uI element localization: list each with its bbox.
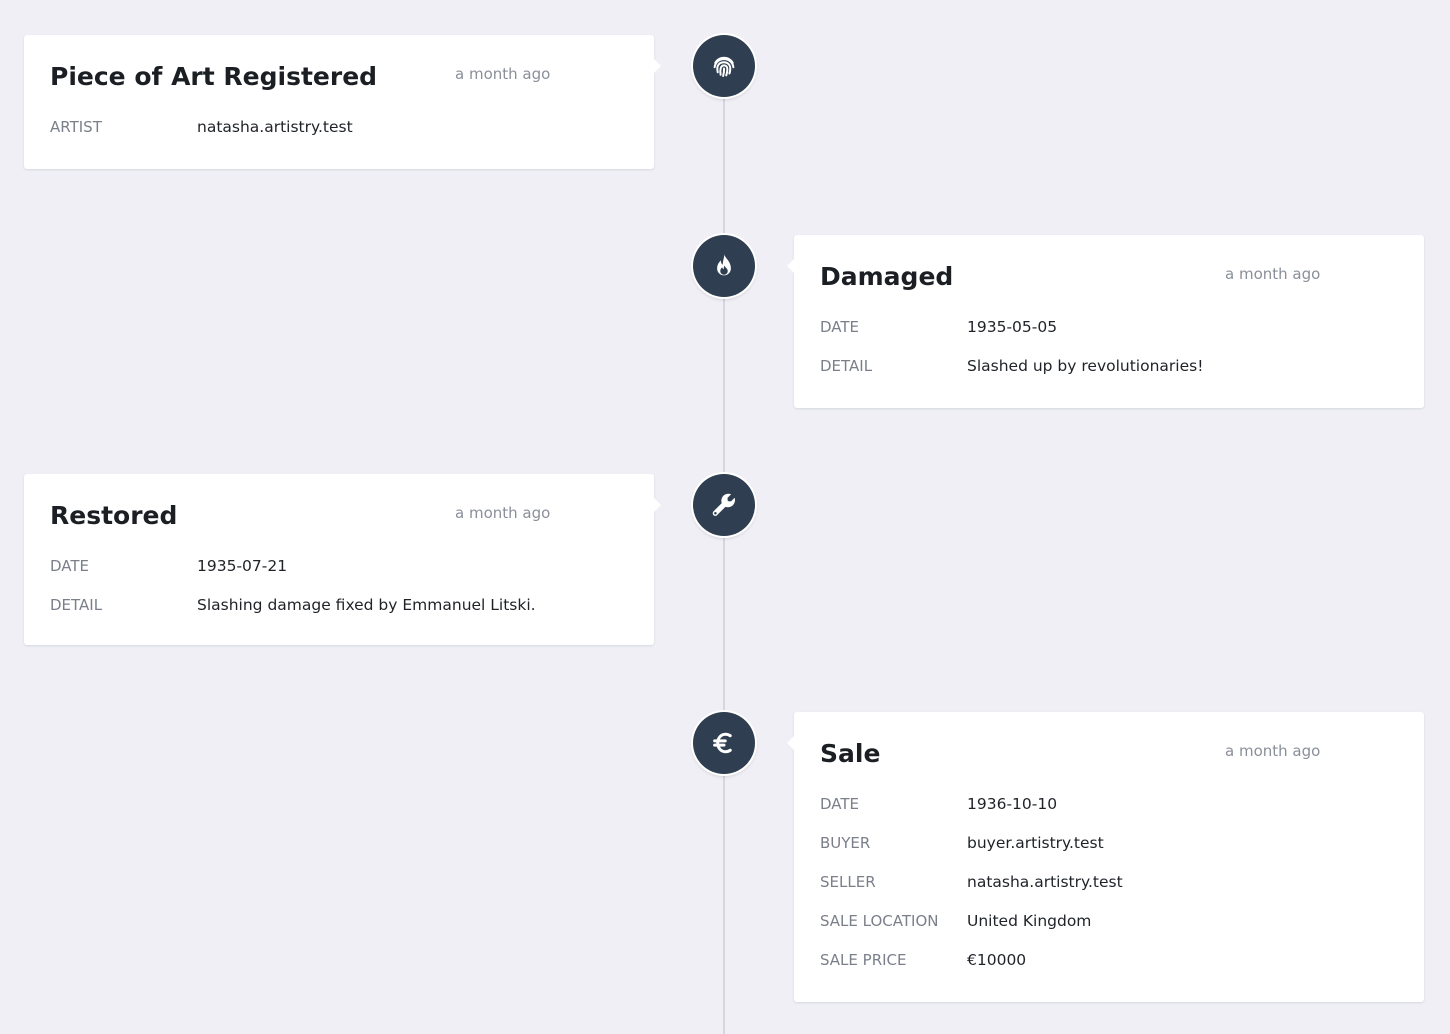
timeline-node-restored	[693, 474, 755, 536]
event-title: Damaged	[820, 262, 954, 291]
event-card-restored: Restored a month ago DATE 1935-07-21 DET…	[24, 474, 661, 645]
field-row-date: DATE 1936-10-10	[820, 784, 1398, 823]
field-row-detail: DETAIL Slashing damage fixed by Emmanuel…	[50, 585, 628, 624]
timeline-node-sale	[693, 712, 755, 774]
event-title: Piece of Art Registered	[50, 62, 378, 91]
field-label: SALE LOCATION	[820, 911, 939, 930]
fingerprint-icon	[709, 51, 739, 81]
event-card-sale: Sale a month ago DATE 1936-10-10 BUYER b…	[787, 712, 1424, 1002]
field-value: Slashed up by revolutionaries!	[967, 356, 1204, 375]
field-value: 1935-05-05	[967, 317, 1058, 336]
field-label: DETAIL	[820, 356, 873, 375]
field-value: natasha.artistry.test	[967, 872, 1123, 891]
field-value: 1935-07-21	[197, 556, 288, 575]
timeline-node-registered	[693, 35, 755, 97]
event-time: a month ago	[455, 504, 551, 522]
event-time: a month ago	[1225, 265, 1321, 283]
field-row-artist: ARTIST natasha.artistry.test	[50, 107, 628, 146]
field-value: natasha.artistry.test	[197, 117, 353, 136]
fire-icon	[709, 251, 739, 281]
event-time: a month ago	[1225, 742, 1321, 760]
euro-icon	[709, 728, 739, 758]
field-label: SALE PRICE	[820, 950, 907, 969]
field-label: DATE	[50, 556, 90, 575]
field-row-buyer: BUYER buyer.artistry.test	[820, 823, 1398, 862]
field-row-sale-price: SALE PRICE €10000	[820, 940, 1398, 979]
field-label: DATE	[820, 317, 860, 336]
field-label: DETAIL	[50, 595, 103, 614]
event-card-damaged: Damaged a month ago DATE 1935-05-05 DETA…	[787, 235, 1424, 408]
field-row-detail: DETAIL Slashed up by revolutionaries!	[820, 346, 1398, 385]
field-row-sale-location: SALE LOCATION United Kingdom	[820, 901, 1398, 940]
field-row-date: DATE 1935-05-05	[820, 307, 1398, 346]
field-value: 1936-10-10	[967, 794, 1058, 813]
timeline-line	[723, 66, 725, 1034]
timeline-node-damaged	[693, 235, 755, 297]
event-title: Sale	[820, 739, 881, 768]
field-value: buyer.artistry.test	[967, 833, 1104, 852]
field-label: DATE	[820, 794, 860, 813]
event-title: Restored	[50, 501, 178, 530]
event-card-registered: Piece of Art Registered a month ago ARTI…	[24, 35, 661, 169]
field-value: United Kingdom	[967, 911, 1092, 930]
wrench-icon	[709, 490, 739, 520]
field-label: BUYER	[820, 833, 871, 852]
field-value: Slashing damage fixed by Emmanuel Litski…	[197, 595, 536, 614]
field-value: €10000	[967, 950, 1027, 969]
field-label: ARTIST	[50, 117, 102, 136]
field-label: SELLER	[820, 872, 876, 891]
event-time: a month ago	[455, 65, 551, 83]
field-row-seller: SELLER natasha.artistry.test	[820, 862, 1398, 901]
field-row-date: DATE 1935-07-21	[50, 546, 628, 585]
